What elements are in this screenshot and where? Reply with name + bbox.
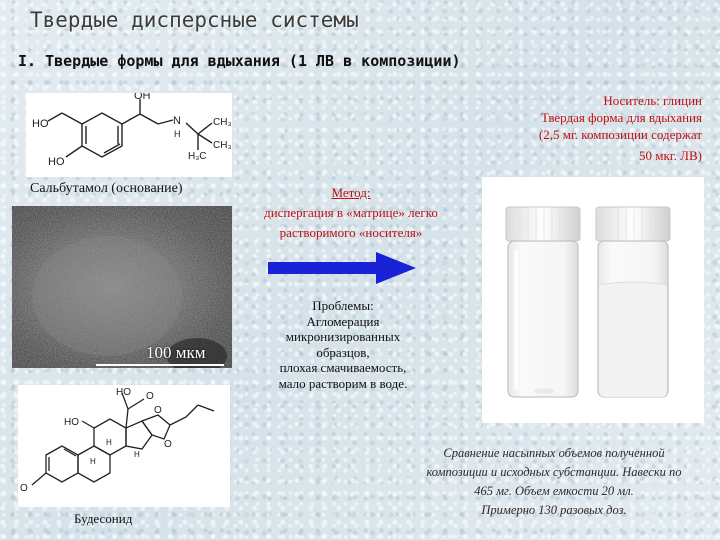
svg-text:OH: OH (134, 93, 151, 102)
svg-text:H: H (106, 438, 112, 447)
comparison-line-4: Примерно 130 разовых доз. (481, 503, 627, 517)
carrier-description: Носитель: глицин Твердая форма для вдыха… (440, 92, 702, 164)
method-line-1: диспергация в «матрице» легко (264, 205, 438, 220)
budesonide-structure: O HO O HO O O H H H (18, 385, 230, 507)
comparison-line-1: Сравнение насыпных объемов полученной (443, 446, 665, 460)
svg-text:HO: HO (32, 118, 49, 130)
page-subtitle: I. Твердые формы для вдыхания (1 ЛВ в ко… (18, 52, 461, 70)
scale-bar (96, 364, 224, 366)
salbutamol-caption: Сальбутамол (основание) (30, 181, 183, 196)
problems-line-1: Агломерация (306, 313, 380, 329)
svg-text:H₃C: H₃C (188, 151, 207, 162)
svg-text:HO: HO (116, 387, 131, 398)
carrier-line-3: (2,5 мг. композиции содержат (538, 127, 702, 142)
carrier-line-4: 50 мкг. ЛВ) (639, 148, 702, 163)
method-block: Метод: диспергация в «матрице» легко рас… (232, 183, 470, 243)
svg-text:HO: HO (64, 417, 79, 428)
problems-line-4: плохая смачиваемость, (279, 360, 407, 375)
svg-text:HO: HO (48, 156, 65, 168)
svg-text:H: H (134, 450, 140, 459)
svg-text:H: H (174, 129, 181, 139)
arrow-right-icon (268, 252, 416, 284)
sem-micrograph (12, 206, 232, 368)
comparison-line-2: композиции и исходных субстанции. Навеск… (426, 465, 682, 479)
method-heading: Метод: (331, 185, 371, 200)
svg-text:O: O (164, 439, 172, 450)
carrier-line-2: Твердая форма для вдыхания (541, 110, 702, 125)
carrier-line-1: Носитель: глицин (603, 93, 702, 108)
problems-line-2: микронизированных (285, 329, 401, 344)
budesonide-caption: Будесонид (74, 511, 133, 526)
problems-line-5: мало растворим в воде. (278, 375, 408, 391)
svg-text:H: H (90, 457, 96, 466)
comparison-line-3: 465 мг. Объем емкости 20 мл. (474, 484, 634, 498)
svg-text:O: O (20, 483, 28, 494)
vials-photo (482, 177, 704, 423)
svg-text:CH₃: CH₃ (213, 117, 232, 128)
scale-bar-label: 100 мкм (146, 343, 206, 362)
svg-text:CH₃: CH₃ (213, 140, 232, 151)
salbutamol-structure: HO HO OH N H H₃C CH₃ CH₃ (26, 90, 232, 177)
svg-text:N: N (173, 115, 181, 127)
page-title: Твердые дисперсные системы (30, 8, 359, 32)
method-line-2: растворимого «носителя» (279, 225, 423, 240)
problems-heading: Проблемы: (312, 298, 374, 313)
svg-text:O: O (154, 405, 162, 416)
comparison-caption: Сравнение насыпных объемов полученной ко… (398, 444, 710, 520)
problems-line-3: образцов, (316, 344, 370, 360)
svg-text:O: O (146, 391, 154, 402)
problems-block: Проблемы: Агломерация микронизированных … (246, 298, 440, 391)
